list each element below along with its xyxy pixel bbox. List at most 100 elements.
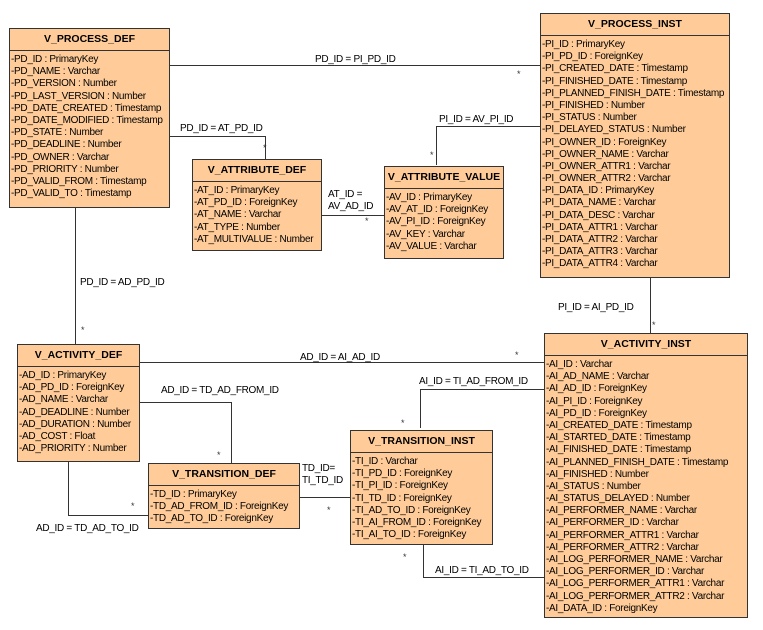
entity-field: -AV_AT_ID : ForeignKey [386,204,488,216]
multiplicity-at-av: * [365,216,369,226]
field-list: -TI_ID : Varchar-TI_PD_ID : ForeignKey -T… [351,453,492,541]
entity-field: -TD_AD_TO_ID : ForeignKey [150,513,273,525]
entity-field: -AI_AD_ID : ForeignKey [546,383,647,395]
entity-field: -AI_PERFORMER_ATTR1 : Varchar [546,529,699,541]
multiplicity-ad-td-from: * [217,450,221,460]
entity-field: -AI_PERFORMER_NAME : Varchar [546,505,697,517]
entity-v-process-def[interactable]: V_PROCESS_DEF -PD_ID : PrimaryKey-PD_NAM… [9,28,170,208]
entity-v-attribute-value[interactable]: V_ATTRIBUTE_VALUE -AV_ID : PrimaryKey-AV… [384,166,504,259]
field-list: -PD_ID : PrimaryKey-PD_NAME : Varchar-PD… [10,51,169,200]
entity-field: -PI_STATUS : Number [542,112,637,124]
entity-field: -PI_ID : PrimaryKey [542,39,625,50]
entity-v-process-inst[interactable]: V_PROCESS_INST -PI_ID : PrimaryKey-PI_PD… [540,13,730,278]
entity-v-transition-inst[interactable]: V_TRANSITION_INST -TI_ID : Varchar-TI_PD… [350,430,493,545]
entity-field: -PI_OWNER_ATTR2 : Varchar [542,173,671,185]
relation-label-pd-at: PD_ID = AT_PD_ID [180,123,263,134]
entity-v-activity-def[interactable]: V_ACTIVITY_DEF -AD_ID : PrimaryKey-AD_PD… [17,344,140,462]
entity-title: V_PROCESS_DEF [10,29,169,51]
field-list: -AD_ID : PrimaryKey-AD_PD_ID : ForeignKe… [18,367,139,455]
entity-field: -PI_DATA_DESC : Varchar [542,209,655,221]
entity-field: -AI_LOG_PERFORMER_ATTR1 : Varchar [546,578,725,590]
entity-v-attribute-def[interactable]: V_ATTRIBUTE_DEF -AT_ID : PrimaryKey-AT_P… [192,159,322,251]
entity-field: -AI_FINISHED_DATE : Timestamp [546,444,692,456]
entity-field: -TI_AI_FROM_ID : ForeignKey [352,516,482,528]
relation-label-ad-ai: AD_ID = AI_AD_ID [300,352,380,363]
relation-label-td-ti-2: TI_TD_ID [302,475,343,486]
field-list: -PI_ID : PrimaryKey-PI_PD_ID : ForeignKe… [541,36,729,271]
entity-field: -PI_OWNER_ATTR1 : Varchar [542,160,671,172]
entity-field: -PI_OWNER_ID : ForeignKey [542,136,667,148]
entity-field: -PD_VERSION : Number [11,78,117,90]
line-ad-td-to [68,461,149,516]
entity-field: -PI_DATA_ATTR2 : Varchar [542,234,658,245]
entity-field: -AI_AD_NAME : Varchar [546,371,649,383]
entity-field: -PD_PRIORITY : Number [11,163,119,175]
entity-field: -AI_PERFORMER_ID : Varchar [546,517,679,529]
relation-label-ai-ti-from: AI_ID = TI_AD_FROM_ID [419,376,528,387]
multiplicity-pi-av: * [430,150,434,160]
entity-field: -AT_NAME : Varchar [194,209,282,221]
multiplicity-ad-td-to: * [131,501,135,511]
entity-v-activity-inst[interactable]: V_ACTIVITY_INST -AI_ID : Varchar-AI_AD_N… [544,333,748,618]
line-pd-at [169,136,266,160]
entity-field: -AI_FINISHED : Number [546,468,649,480]
entity-title: V_TRANSITION_INST [351,431,492,453]
entity-field: -PI_DATA_ID : PrimaryKey [542,185,654,197]
entity-field: -PI_DATA_ATTR4 : Varchar [542,258,658,270]
entity-field: -TI_PD_ID : ForeignKey [352,468,453,480]
entity-field: -AD_DEADLINE : Number [19,406,130,418]
relation-label-at-av-1: AT_ID = [328,189,363,200]
entity-field: -AI_CREATED_DATE : Timestamp [546,419,692,431]
entity-field: -PI_FINISHED : Number [542,99,645,111]
entity-field: -PD_DATE_CREATED : Timestamp [11,102,162,114]
multiplicity-pi-ai: * [652,320,656,330]
relation-label-pd-pi: PD_ID = PI_PD_ID [315,54,396,65]
entity-field: -PI_DATA_ATTR3 : Varchar [542,246,658,258]
entity-title: V_ACTIVITY_DEF [18,345,139,367]
entity-field: -AV_ID : PrimaryKey [386,192,472,203]
entity-field: -PI_OWNER_NAME : Varchar [542,148,669,160]
multiplicity-pd-at: * [263,143,267,153]
relation-label-pi-ai: PI_ID = AI_PD_ID [558,302,634,313]
entity-field: -TD_ID : PrimaryKey [150,489,237,500]
entity-field: -TI_TD_ID : ForeignKey [352,492,452,504]
entity-field: -PI_FINISHED_DATE : Timestamp [542,75,688,87]
entity-field: -AI_LOG_PERFORMER_ATTR2 : Varchar [546,590,725,602]
entity-field: -AI_STARTED_DATE : Timestamp [546,432,691,444]
entity-v-transition-def[interactable]: V_TRANSITION_DEF -TD_ID : PrimaryKey-TD_… [148,463,300,529]
entity-field: -AV_KEY : Varchar [386,228,465,240]
entity-title: V_ACTIVITY_INST [545,334,747,356]
field-list: -TD_ID : PrimaryKey-TD_AD_FROM_ID : Fore… [149,486,299,526]
relation-label-ai-ti-to: AI_ID = TI_AD_TO_ID [435,565,529,576]
relation-label-pi-av: PI_ID = AV_PI_ID [439,114,514,125]
entity-field: -AI_ID : Varchar [546,359,613,370]
entity-field: -AD_COST : Float [19,430,96,442]
entity-field: -AD_DURATION : Number [19,418,131,430]
entity-field: -PI_PLANNED_FINISH_DATE : Timestamp [542,87,725,99]
entity-field: -PD_STATE : Number [11,127,104,139]
line-pi-av [436,126,541,165]
entity-field: -TI_ID : Varchar [352,456,418,467]
entity-field: -AI_PD_ID : ForeignKey [546,407,647,419]
multiplicity-pd-pi: * [517,69,521,79]
relation-label-at-av-2: AV_AD_ID [328,201,374,212]
entity-field: -AT_ID : PrimaryKey [194,185,280,196]
line-ai-ti-to [423,544,545,578]
entity-field: -AD_PD_ID : ForeignKey [19,382,125,394]
entity-title: V_PROCESS_INST [541,14,729,36]
entity-field: -AI_LOG_PERFORMER_ID : Varchar [546,566,705,578]
entity-field: -AV_VALUE : Varchar [386,240,477,252]
entity-field: -PD_OWNER : Varchar [11,151,110,163]
multiplicity-ad-ai: * [515,350,519,360]
relation-label-td-ti-1: TD_ID= [302,463,335,474]
multiplicity-ai-ti-to: * [403,552,407,562]
entity-field: -PI_CREATED_DATE : Timestamp [542,63,688,75]
entity-field: -AI_PLANNED_FINISH_DATE : Timestamp [546,456,729,468]
entity-title: V_TRANSITION_DEF [149,464,299,486]
entity-field: -PD_DEADLINE : Number [11,139,122,151]
entity-field: -PI_DATA_NAME : Varchar [542,197,656,209]
entity-field: -AI_DATA_ID : ForeignKey [546,602,658,614]
line-ai-ti-from [420,389,545,428]
entity-field: -AI_PI_ID : ForeignKey [546,395,643,407]
